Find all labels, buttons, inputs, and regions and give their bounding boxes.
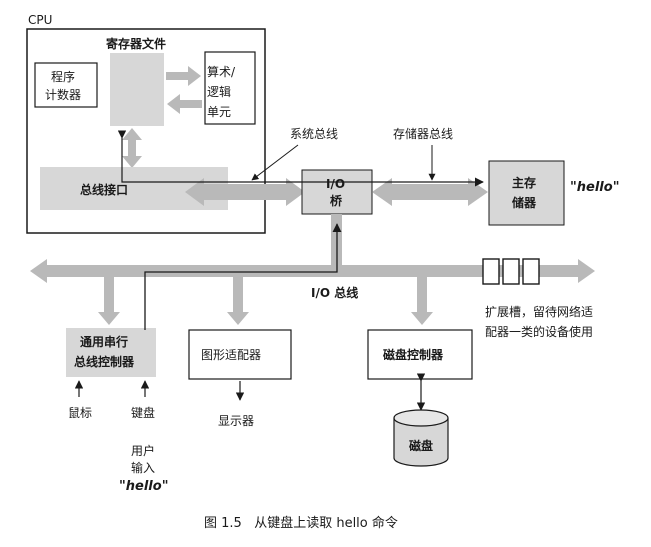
keyboard-label: 键盘 — [131, 405, 155, 420]
io-bridge-label-1: I/O — [326, 177, 345, 191]
expansion-slot-1 — [482, 258, 500, 285]
disk-cylinder-top — [393, 409, 449, 427]
usb-controller-label-1: 通用串行 — [80, 334, 128, 349]
expansion-label-2: 配器一类的设备使用 — [485, 324, 593, 339]
register-file-label: 寄存器文件 — [106, 36, 166, 51]
bus-interface-label: 总线接口 — [80, 182, 128, 197]
memory-bus-label: 存储器总线 — [393, 126, 453, 141]
display-label: 显示器 — [218, 414, 254, 428]
keyboard-to-bridge-flow — [144, 223, 342, 330]
io-bus-arrow — [30, 259, 595, 283]
expansion-slot-3 — [522, 258, 540, 285]
disk-controller-label: 磁盘控制器 — [382, 347, 444, 362]
usb-controller-box — [66, 328, 156, 377]
main-memory-label-1: 主存 — [512, 175, 536, 190]
regfile-to-alu-arrow — [166, 66, 201, 86]
disk-controller-box — [367, 329, 473, 380]
usb-controller-label-2: 总线控制器 — [74, 354, 135, 369]
io-bus-label: I/O 总线 — [311, 285, 358, 300]
system-bus-arrow — [185, 178, 305, 206]
program-counter-label-2: 计数器 — [45, 87, 81, 102]
io-bridge-label-2: 桥 — [330, 193, 343, 208]
alu-label-2: 逻辑 — [207, 85, 231, 99]
expansion-label-1: 扩展槽，留待网络适 — [485, 304, 593, 319]
expansion-slot-2 — [502, 258, 520, 285]
register-file-block — [110, 53, 164, 126]
program-counter-box — [34, 62, 98, 108]
iobus-to-graphics-arrow — [227, 277, 249, 325]
mouse-label: 鼠标 — [68, 406, 92, 420]
user-input-label-1: 用户 — [131, 443, 155, 458]
pc-flow-line — [117, 130, 185, 183]
user-input-label-2: 输入 — [131, 460, 155, 475]
alu-label-1: 算术/ — [207, 64, 236, 79]
alu-label-3: 单元 — [207, 105, 231, 119]
user-input-hello: "hello" — [119, 479, 168, 494]
io-bridge-box — [301, 169, 373, 215]
disk-label: 磁盘 — [408, 438, 433, 453]
alu-box — [204, 51, 256, 125]
alu-to-regfile-arrow — [167, 94, 202, 114]
graphics-adapter-box — [188, 329, 292, 380]
disk-cylinder — [393, 418, 449, 467]
system-bus-label: 系统总线 — [290, 127, 338, 141]
cpu-label: CPU — [28, 13, 52, 27]
regfile-businterface-arrow — [122, 128, 142, 168]
main-memory-label-2: 储器 — [512, 195, 537, 210]
program-counter-label-1: 程序 — [51, 69, 75, 84]
iobus-to-disk-arrow — [411, 277, 433, 325]
system-bus-leader — [251, 144, 299, 181]
figure-caption: 图 1.5 从键盘上读取 hello 命令 — [204, 515, 398, 531]
iobus-to-usb-arrow — [98, 277, 120, 325]
main-memory-box — [488, 160, 565, 226]
graphics-adapter-label: 图形适配器 — [201, 348, 261, 362]
main-memory-hello: "hello" — [570, 180, 619, 195]
memory-bus-arrow — [372, 178, 488, 206]
